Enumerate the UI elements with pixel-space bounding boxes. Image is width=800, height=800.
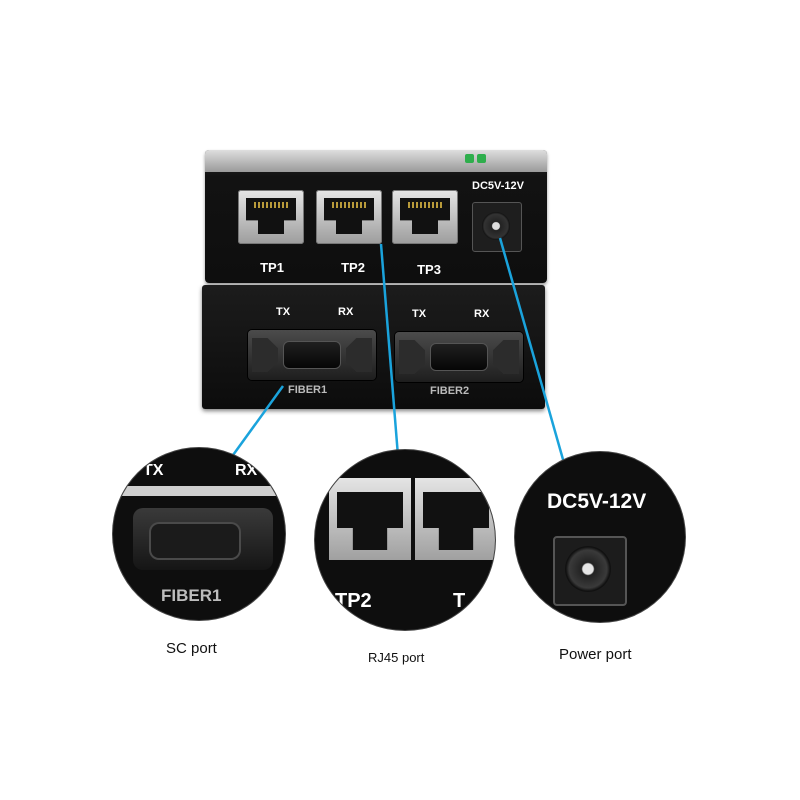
rj45-port-caption: RJ45 port: [368, 650, 425, 665]
sc-leader-line: [226, 385, 285, 463]
power-port-zoom: DC5V-12V: [515, 452, 685, 622]
tp1-label: TP1: [260, 260, 284, 275]
zoom-tp2-label: TP2: [335, 590, 372, 612]
sc-port-fiber1: [248, 330, 376, 380]
rj45-leader-line: [379, 243, 400, 457]
rj45-port-tp1: [238, 190, 304, 244]
sc-port-fiber2: [395, 332, 523, 382]
power-leader-line: [498, 237, 568, 471]
zoom-tx-label: TX: [143, 462, 164, 479]
fiber2-label: FIBER2: [430, 385, 470, 397]
tp2-label: TP2: [341, 260, 365, 275]
zoom-rx-label: RX: [235, 462, 258, 479]
fiber1-tx-label: TX: [276, 306, 291, 318]
fiber1-rx-label: RX: [338, 306, 354, 318]
tp3-label: TP3: [417, 262, 441, 277]
power-jack: [472, 202, 522, 252]
terminal-block: [477, 154, 486, 163]
terminal-block: [465, 154, 474, 163]
zoom-fiber1-label: FIBER1: [161, 586, 222, 605]
sc-port-zoom: TX RX FIBER1: [113, 448, 285, 620]
fiber2-rx-label: RX: [474, 308, 490, 320]
power-label: DC5V-12V: [472, 180, 524, 192]
zoom-tp3-partial-label: T: [453, 590, 466, 612]
sc-port-caption: SC port: [166, 640, 217, 657]
rj45-port-zoom: TP2 T: [315, 450, 495, 630]
rj45-port-tp3: [392, 190, 458, 244]
converter-lid: [205, 150, 547, 172]
fiber2-tx-label: TX: [412, 308, 427, 320]
zoom-power-label: DC5V-12V: [547, 490, 647, 513]
power-port-caption: Power port: [559, 646, 632, 663]
fiber1-label: FIBER1: [288, 384, 328, 396]
rj45-port-tp2: [316, 190, 382, 244]
